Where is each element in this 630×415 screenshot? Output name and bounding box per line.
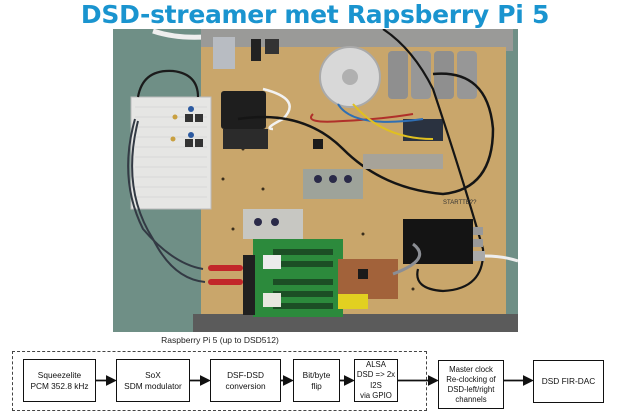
page-title: DSD-streamer met Rapsberry Pi 5 bbox=[80, 0, 550, 29]
group-label: Raspberry Pi 5 (up to DSD512) bbox=[161, 335, 279, 345]
rca-plug-red bbox=[208, 279, 243, 285]
breadboard-grid bbox=[135, 106, 207, 198]
flow-arrows bbox=[96, 375, 534, 386]
blue-wire bbox=[337, 103, 424, 123]
power-supply-base bbox=[223, 129, 268, 149]
breadboard-components bbox=[170, 106, 203, 147]
usb-port bbox=[473, 239, 483, 247]
black-cable bbox=[136, 69, 200, 98]
power-switch bbox=[265, 39, 279, 54]
block-sox: SoX SDM modulator bbox=[116, 359, 190, 402]
regulator-capacitors bbox=[254, 175, 352, 226]
dac-ics bbox=[273, 249, 333, 309]
clock-ic bbox=[358, 269, 368, 279]
signal-cable bbox=[127, 118, 204, 270]
ethernet-port bbox=[473, 251, 485, 261]
streamer-build-photo: STARTTE?? bbox=[113, 29, 518, 332]
raspberry-pi-5 bbox=[403, 219, 473, 264]
yellow-wire bbox=[352, 103, 434, 140]
rectifier-bridges bbox=[403, 119, 443, 141]
xlr-connectors bbox=[243, 255, 255, 315]
board-marking: STARTTE?? bbox=[443, 200, 477, 206]
ethernet-cable bbox=[484, 254, 518, 263]
block-squeezelite: Squeezelite PCM 352.8 kHz bbox=[23, 359, 96, 402]
regulator-board bbox=[303, 169, 363, 199]
relay bbox=[263, 293, 281, 307]
rca-plug-red bbox=[208, 265, 243, 271]
relay bbox=[263, 255, 281, 269]
metal-rail-front bbox=[193, 314, 518, 332]
regulator-strip bbox=[363, 154, 443, 169]
usb-port bbox=[473, 227, 483, 235]
socket bbox=[313, 139, 323, 149]
breadboard bbox=[130, 96, 212, 210]
power-supply-black bbox=[221, 91, 266, 129]
black-usb-cable bbox=[237, 72, 495, 196]
ribbon-cable bbox=[392, 242, 422, 276]
yellow-capacitor bbox=[338, 294, 368, 309]
signal-cable bbox=[131, 120, 206, 283]
toroid-center bbox=[342, 69, 358, 85]
fuse-holder bbox=[251, 39, 261, 61]
red-wire bbox=[310, 113, 414, 123]
block-dsf-dsd: DSF-DSD conversion bbox=[210, 359, 281, 402]
power-inlet bbox=[213, 37, 235, 69]
block-masterclock: Master clock Re-clocking of DSD-left/rig… bbox=[438, 360, 504, 409]
filter-capacitors bbox=[388, 51, 477, 99]
